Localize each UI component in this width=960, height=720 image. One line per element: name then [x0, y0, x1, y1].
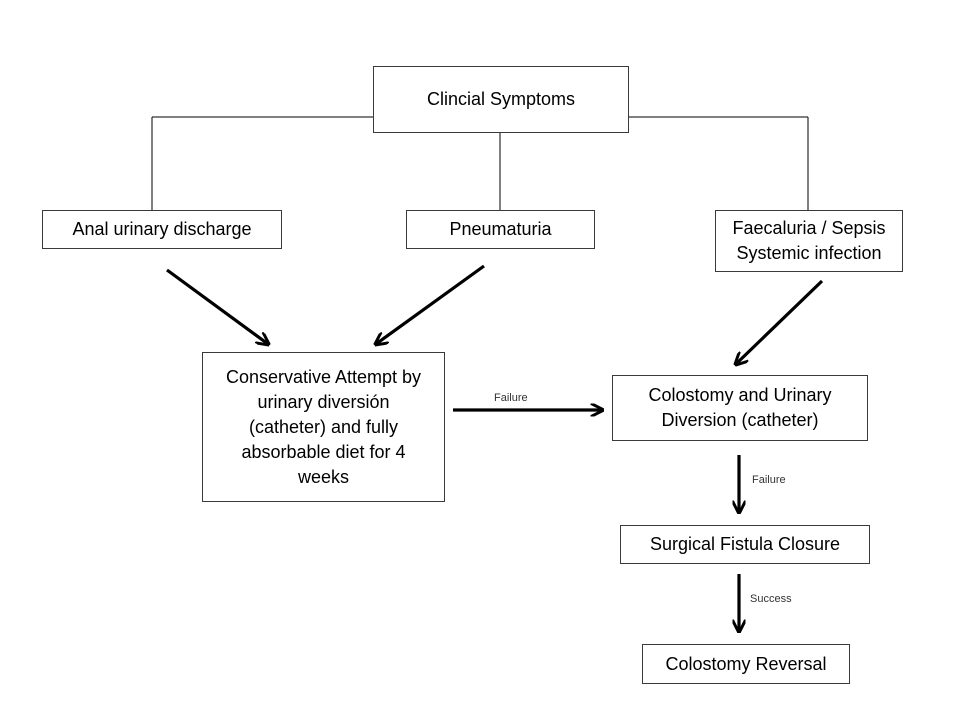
node-faecaluria-sepsis: Faecaluria / Sepsis Systemic infection [715, 210, 903, 272]
arrow-faecaluria-to-colostomy [736, 279, 824, 364]
node-anal-urinary-discharge: Anal urinary discharge [42, 210, 282, 249]
node-pneumaturia-label: Pneumaturia [449, 219, 552, 239]
node-conservative-attempt-label: Conservative Attempt by urinary diversió… [225, 366, 422, 487]
node-colostomy-reversal-label: Colostomy Reversal [665, 653, 827, 674]
node-conservative-attempt: Conservative Attempt by urinary diversió… [202, 352, 445, 502]
node-clinical-symptoms-label: Clincial Symptoms [426, 89, 576, 109]
arrow-anal-to-conservative [166, 268, 268, 344]
edge-label-failure-conservative: Failure [494, 392, 528, 404]
node-colostomy-diversion: Colostomy and Urinary Diversion (cathete… [612, 375, 868, 441]
node-colostomy-reversal: Colostomy Reversal [642, 644, 850, 684]
node-clinical-symptoms: Clincial Symptoms [373, 66, 629, 133]
node-surgical-fistula-closure: Surgical Fistula Closure [620, 525, 870, 564]
node-pneumaturia: Pneumaturia [406, 210, 595, 249]
node-surgical-fistula-closure-label: Surgical Fistula Closure [649, 534, 841, 554]
edge-label-failure-colostomy: Failure [752, 474, 786, 486]
arrow-pneumaturia-to-conservative [376, 264, 485, 344]
node-anal-urinary-discharge-label: Anal urinary discharge [72, 219, 252, 239]
edge-label-success: Success [750, 593, 792, 605]
node-colostomy-diversion-label: Colostomy and Urinary Diversion (cathete… [648, 385, 832, 430]
node-faecaluria-sepsis-label: Faecaluria / Sepsis Systemic infection [732, 218, 886, 263]
